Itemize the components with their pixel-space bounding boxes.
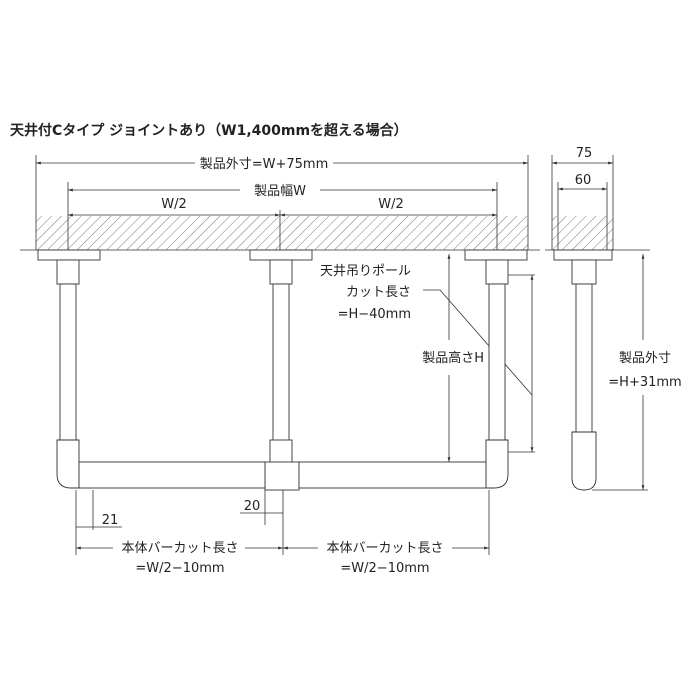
- pole-cut-label-1: 天井吊りポール: [320, 264, 411, 279]
- extension-lines: [35, 155, 614, 262]
- side-width-inner-label: 60: [575, 173, 592, 188]
- pole-cut-label-3: =H−40mm: [338, 307, 411, 322]
- bar-cut-right-label-2: =W/2−10mm: [340, 561, 429, 576]
- dim-20-label: 20: [244, 499, 261, 514]
- dim-21-label: 21: [102, 513, 119, 528]
- pole-cut-label-2: カット長さ: [346, 285, 411, 300]
- ceiling-front: [36, 216, 528, 250]
- dimension-lines: [36, 161, 648, 555]
- right-post: [464, 249, 528, 489]
- middle-post: [249, 249, 313, 491]
- side-height-label-1: 製品外寸: [619, 351, 671, 366]
- overall-width-label: 製品外寸=W+75mm: [200, 157, 329, 172]
- drawing-title: 天井付Cタイプ ジョイントあり（W1,400mmを超える場合）: [10, 122, 408, 139]
- side-width-outer-label: 75: [576, 146, 593, 161]
- bar-cut-right-label-1: 本体バーカット長さ: [326, 541, 443, 556]
- labels: 製品外寸=W+75mm 製品幅W W/2 W/2 天井吊りポール カット長さ =…: [102, 146, 682, 576]
- side-rack: [553, 249, 613, 491]
- bar-cut-left-label-1: 本体バーカット長さ: [121, 541, 238, 556]
- product-width-label: 製品幅W: [254, 184, 306, 199]
- product-height-label: 製品高さH: [422, 350, 484, 366]
- left-bar: [78, 461, 266, 489]
- side-height-label-2: =H+31mm: [608, 375, 681, 390]
- bar-cut-left-label-2: =W/2−10mm: [135, 561, 224, 576]
- front-rack: [37, 249, 528, 491]
- left-post: [37, 249, 101, 489]
- half-width-left-label: W/2: [161, 197, 187, 212]
- half-width-right-label: W/2: [378, 197, 404, 212]
- ceiling-side: [552, 216, 613, 250]
- right-bar: [298, 461, 487, 489]
